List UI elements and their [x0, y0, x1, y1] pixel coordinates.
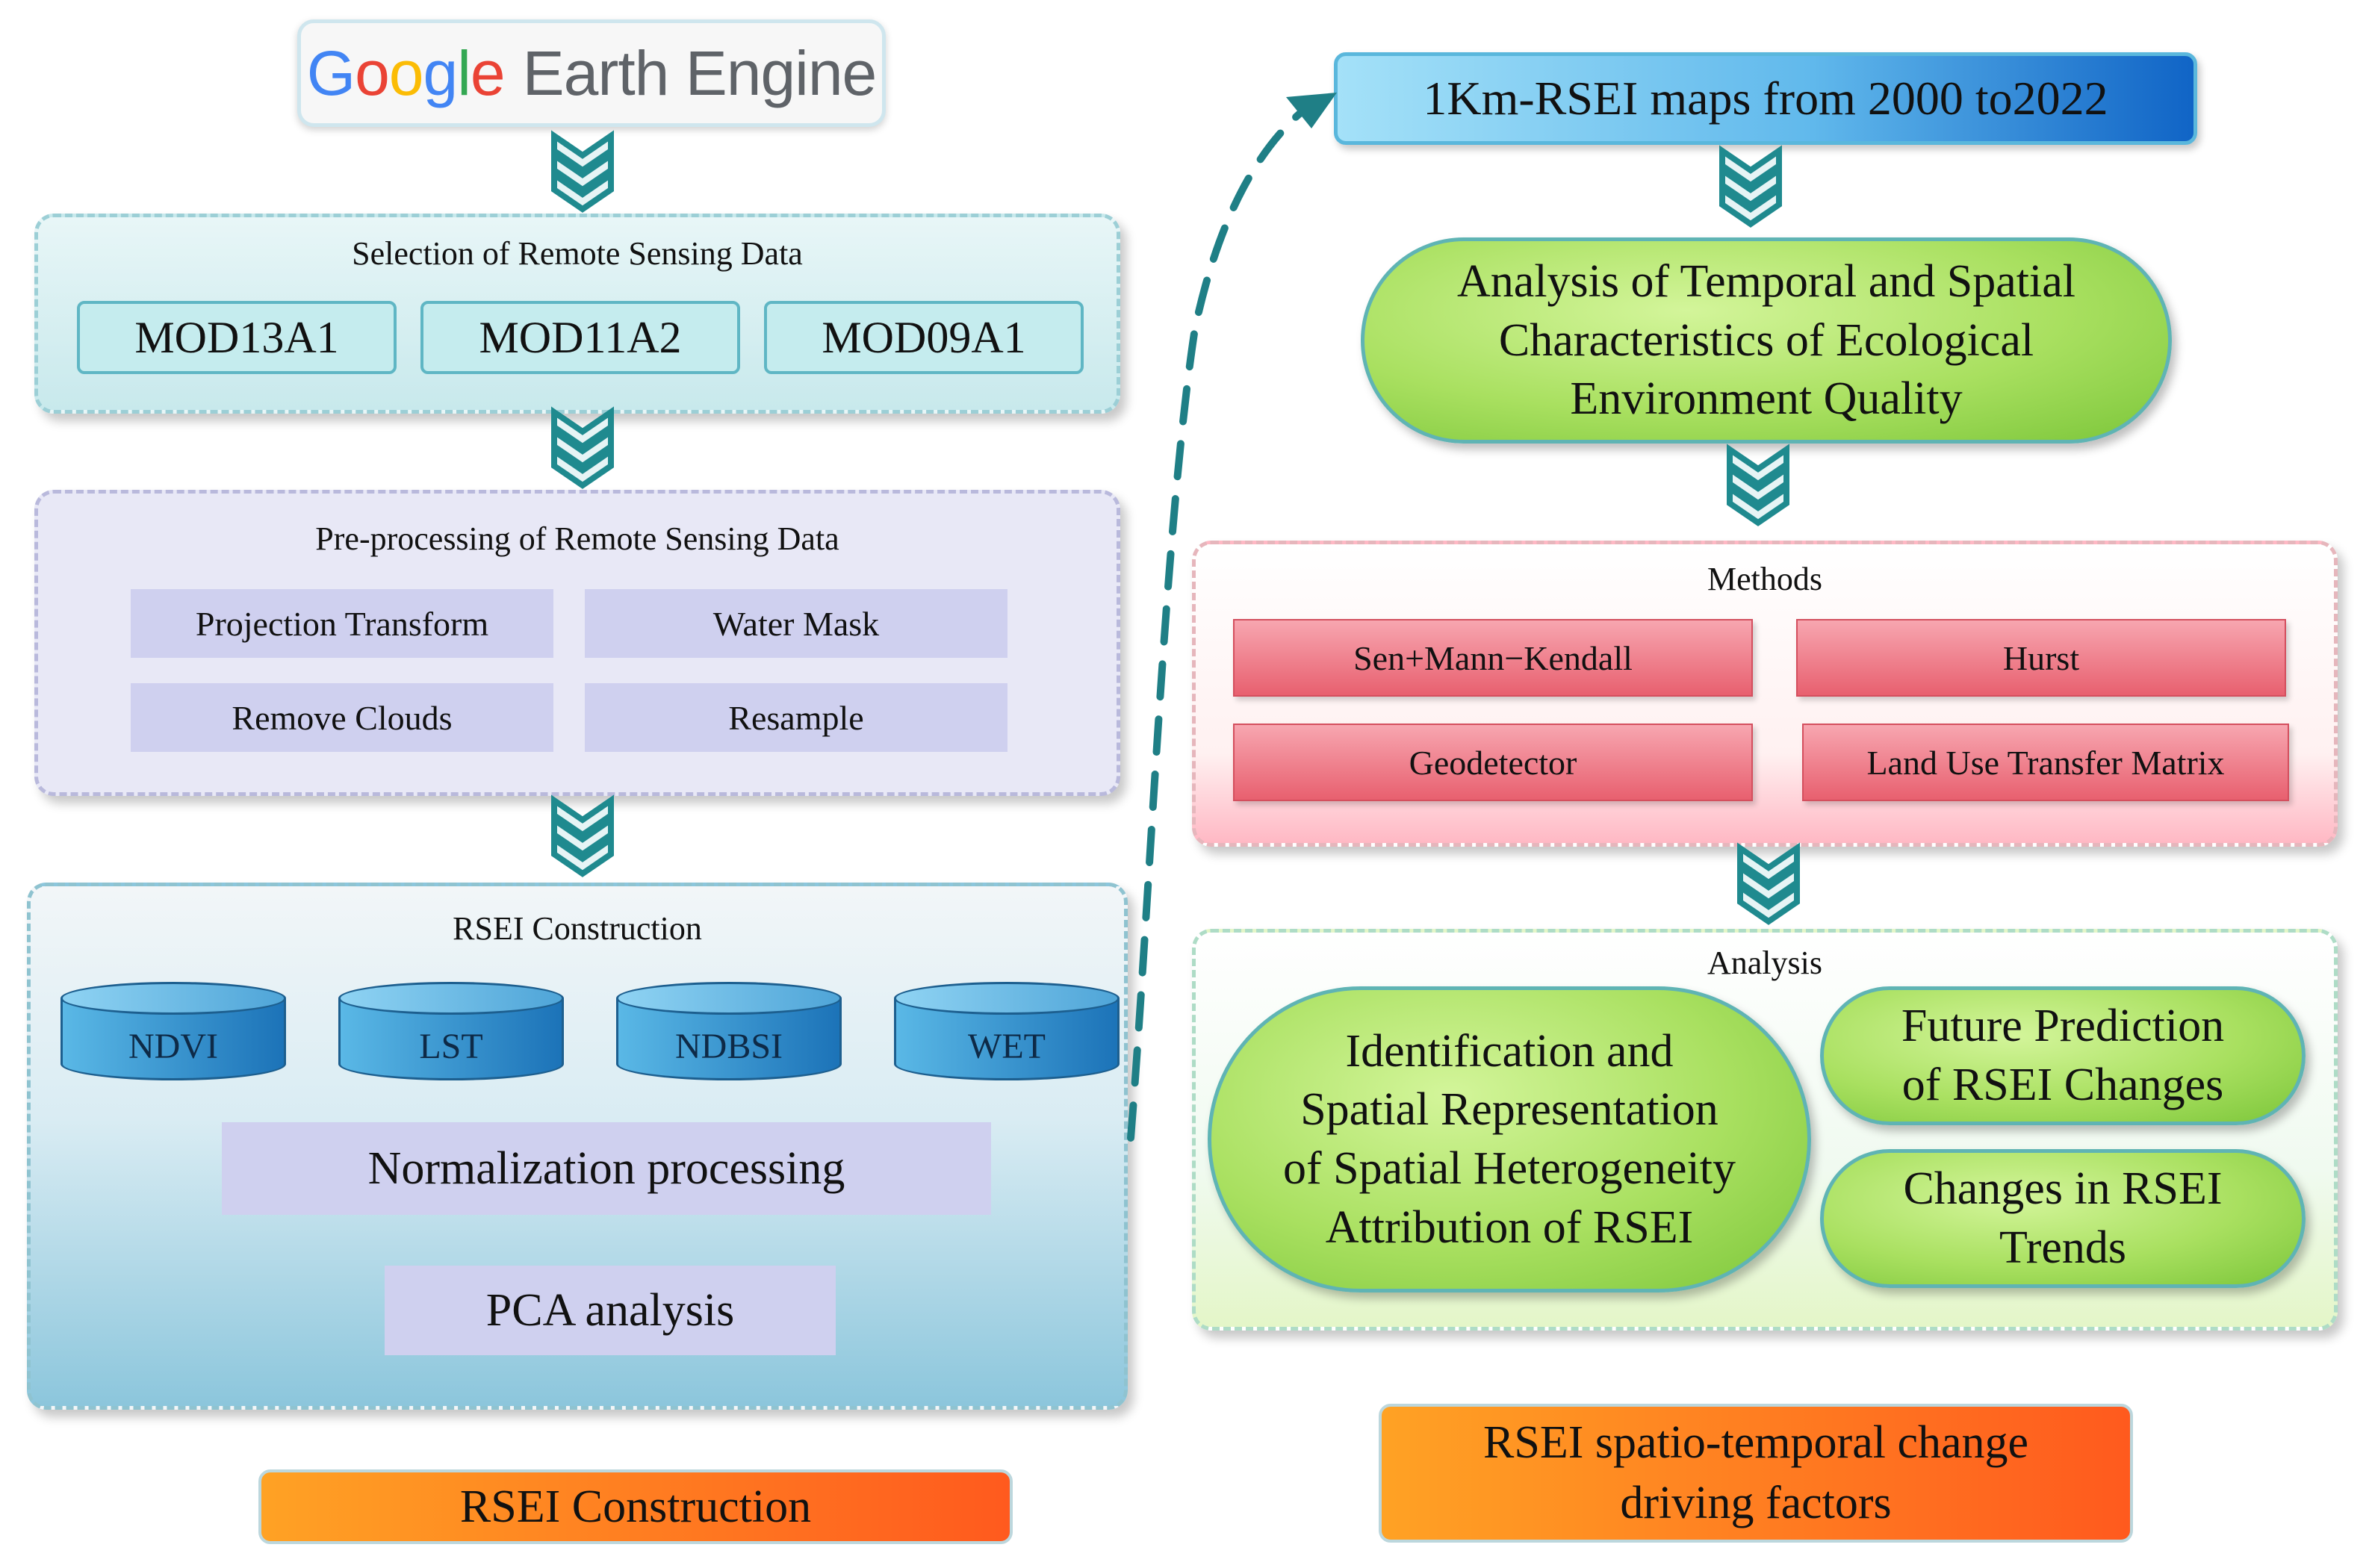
- hurst-method: Hurst: [1796, 619, 2286, 697]
- pill-line: Identification and: [1345, 1025, 1674, 1077]
- logo-letter: e: [470, 37, 506, 108]
- normalization-step: Normalization processing: [222, 1122, 991, 1215]
- logo-letter: o: [355, 37, 390, 108]
- pill-line: Analysis of Temporal and Spatial: [1457, 255, 2075, 307]
- logo-letter: o: [388, 37, 424, 108]
- dataset-box: MOD11A2: [420, 301, 740, 374]
- logo-letter: l: [457, 37, 471, 108]
- geodetector-method: Geodetector: [1233, 724, 1753, 801]
- future-prediction-box: Future Prediction of RSEI Changes: [1820, 986, 2306, 1125]
- preprocessing-panel: Pre-processing of Remote Sensing Data Pr…: [34, 490, 1120, 796]
- temporal-spatial-analysis-box: Analysis of Temporal and Spatial Charact…: [1361, 237, 2172, 444]
- pill-line: Changes in RSEI: [1903, 1163, 2223, 1215]
- analysis-title: Analysis: [1707, 944, 1822, 981]
- projection-transform-step: Projection Transform: [131, 589, 553, 658]
- chevron-down-icon: [1737, 842, 1800, 925]
- pill-line: Characteristics of Ecological: [1498, 314, 2034, 366]
- pill-line: Attribution of RSEI: [1325, 1201, 1694, 1253]
- lst-label: LST: [419, 1026, 483, 1066]
- selection-title: Selection of Remote Sensing Data: [352, 234, 803, 272]
- identification-attribution-box: Identification and Spatial Representatio…: [1208, 986, 1811, 1292]
- label-line: driving factors: [1620, 1478, 1892, 1528]
- logo-suffix: Earth Engine: [522, 37, 878, 108]
- chevron-down-icon: [1719, 145, 1782, 228]
- rsei-maps-box: 1Km-RSEI maps from 2000 to2022: [1334, 52, 2197, 145]
- remove-clouds-step: Remove Clouds: [131, 683, 553, 752]
- rsei-construction-title: RSEI Construction: [453, 909, 702, 947]
- pill-line: of RSEI Changes: [1901, 1060, 2224, 1110]
- dataset-box: MOD13A1: [77, 301, 397, 374]
- water-mask-step: Water Mask: [585, 589, 1007, 658]
- wet-cylinder: WET: [894, 982, 1120, 1080]
- methods-title: Methods: [1707, 560, 1822, 597]
- pill-line: Environment Quality: [1570, 373, 1963, 425]
- pill-line: Trends: [1999, 1222, 2126, 1273]
- wet-label: WET: [968, 1026, 1046, 1066]
- pca-step: PCA analysis: [385, 1266, 836, 1355]
- selection-panel: Selection of Remote Sensing Data MOD13A1…: [34, 214, 1120, 414]
- pill-line: of Spatial Heterogeneity: [1282, 1143, 1736, 1194]
- driving-factors-label: RSEI spatio-temporal change driving fact…: [1379, 1404, 2133, 1543]
- label-line: RSEI spatio-temporal change: [1482, 1417, 2028, 1469]
- preprocessing-title: Pre-processing of Remote Sensing Data: [315, 520, 839, 557]
- chevron-down-icon: [551, 794, 614, 877]
- rsei-trends-box: Changes in RSEI Trends: [1820, 1149, 2306, 1288]
- lst-cylinder: LST: [338, 982, 564, 1080]
- analysis-panel: Analysis Identification and Spatial Repr…: [1192, 929, 2338, 1331]
- pill-line: Future Prediction: [1901, 1001, 2225, 1052]
- chevron-down-icon: [551, 130, 614, 213]
- sen-mann-kendall-method: Sen+Mann−Kendall: [1233, 619, 1753, 697]
- ndbsi-cylinder: NDBSI: [616, 982, 842, 1080]
- rsei-construction-label: RSEI Construction: [258, 1469, 1013, 1544]
- arrow-head-icon: [1286, 93, 1337, 128]
- chevron-down-icon: [551, 406, 614, 489]
- ndvi-cylinder: NDVI: [60, 982, 286, 1080]
- methods-panel: Methods Sen+Mann−Kendall Hurst Geodetect…: [1192, 541, 2338, 847]
- resample-step: Resample: [585, 683, 1007, 752]
- land-use-transfer-matrix-method: Land Use Transfer Matrix: [1802, 724, 2289, 801]
- rsei-construction-panel: RSEI Construction NDVI LST NDBSI WET Nor…: [27, 883, 1128, 1410]
- pill-line: Spatial Representation: [1300, 1084, 1718, 1136]
- logo-letter: g: [423, 37, 459, 108]
- chevron-down-icon: [1727, 444, 1789, 526]
- ndbsi-label: NDBSI: [674, 1026, 783, 1066]
- dataset-box: MOD09A1: [764, 301, 1084, 374]
- ndvi-label: NDVI: [128, 1026, 218, 1066]
- logo-letter: G: [306, 37, 355, 108]
